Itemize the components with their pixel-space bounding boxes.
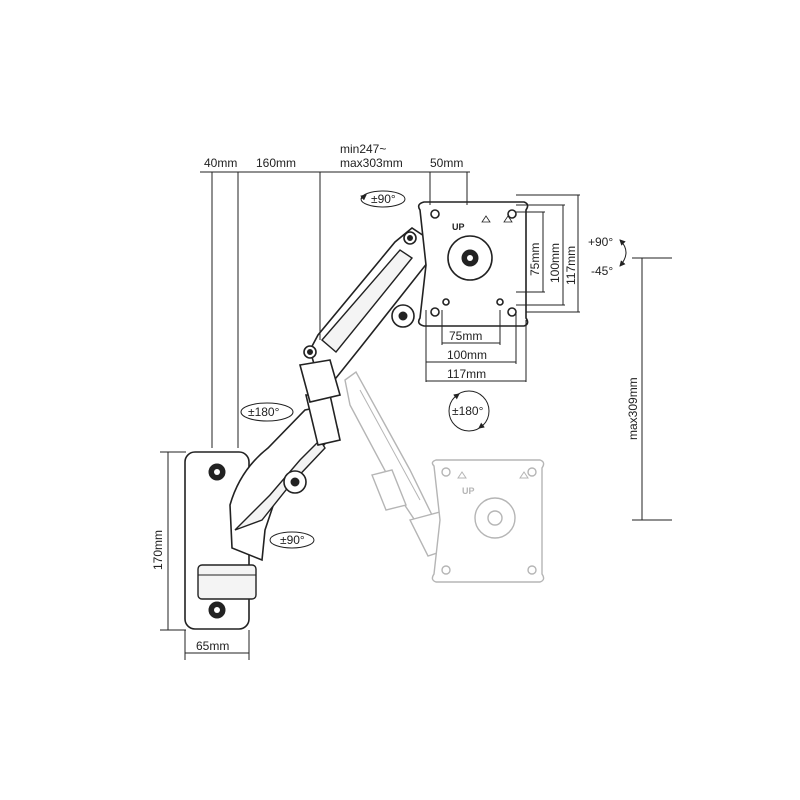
- upper-arm: [298, 227, 431, 403]
- dim-height-max: max309mm: [626, 377, 640, 440]
- rotation-top-swivel: ±90°: [360, 190, 406, 208]
- rotation-top-swivel-label: ±90°: [371, 192, 396, 206]
- lower-arm: [229, 394, 341, 562]
- rotation-pivot-180-label: ±180°: [248, 405, 280, 419]
- dim-wall-offset: 40mm: [204, 156, 237, 170]
- height-dimension: max309mm: [626, 257, 672, 521]
- ghost-vesa-plate: UP: [431, 459, 545, 583]
- dim-vesa-h117: 117mm: [447, 367, 486, 381]
- top-dimensions: 40mm 160mm min247~ max303mm 50mm: [200, 142, 470, 448]
- dim-plate: 50mm: [430, 156, 463, 170]
- tilt-indicator: +90° -45°: [588, 235, 627, 278]
- rotation-bottom-swivel: ±90°: [269, 531, 315, 549]
- vesa-plate: UP: [417, 201, 529, 327]
- dim-vesa-h100: 100mm: [447, 348, 487, 362]
- dim-vesa-v100: 100mm: [548, 243, 562, 283]
- dim-arm2-max: max303mm: [340, 156, 403, 170]
- dim-vesa-h75: 75mm: [449, 329, 482, 343]
- ghost-plate-up-label: UP: [462, 486, 475, 496]
- dim-vesa-v117: 117mm: [564, 246, 578, 285]
- dim-arm1: 160mm: [256, 156, 296, 170]
- dim-vesa-v75: 75mm: [528, 243, 542, 276]
- dim-plate-width: 65mm: [196, 639, 229, 653]
- vesa-vertical-dimensions: 75mm 100mm 117mm: [516, 194, 580, 313]
- rotation-pivot-180: ±180°: [240, 402, 294, 422]
- vesa-horizontal-dimensions: 75mm 100mm 117mm: [425, 310, 527, 382]
- plate-up-label: UP: [452, 222, 465, 232]
- rotation-screen-label: ±180°: [452, 404, 484, 418]
- plate-dimensions: 170mm 65mm: [151, 451, 250, 660]
- dim-plate-height: 170mm: [151, 530, 165, 570]
- tilt-up-label: +90°: [588, 235, 613, 249]
- tilt-down-label: -45°: [591, 264, 613, 278]
- rotation-screen: ±180°: [448, 390, 490, 432]
- rotation-bottom-swivel-label: ±90°: [280, 533, 305, 547]
- dim-arm2-min: min247~: [340, 142, 386, 156]
